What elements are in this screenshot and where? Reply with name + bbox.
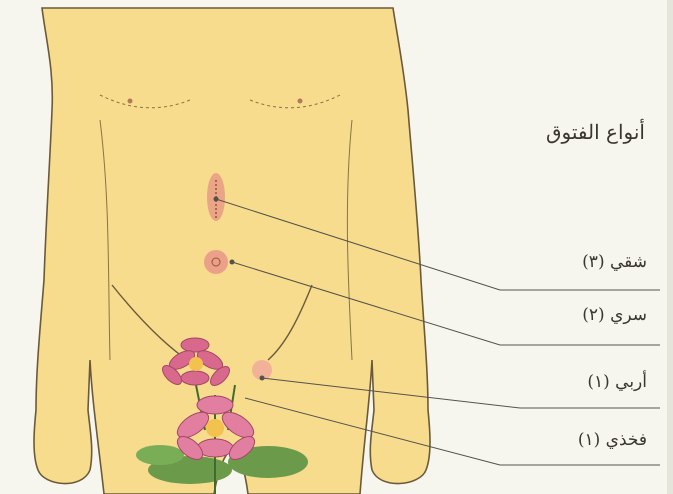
diagram-title: أنواع الفتوق: [546, 120, 645, 144]
umbilical-hernia-marker: [204, 250, 228, 274]
page-edge: [667, 0, 673, 494]
leader-dot-1: [214, 197, 219, 202]
leader-dot-3: [260, 376, 265, 381]
hernia-label-inguinal: أربي (١): [587, 372, 647, 392]
leader-dot-2: [230, 260, 235, 265]
hernia-label-epigastric: شقي (٣): [582, 252, 647, 272]
right-nipple: [298, 99, 303, 104]
hernia-label-umbilical: سري (٢): [582, 305, 647, 325]
hernia-label-femoral: فخذي (١): [578, 430, 647, 450]
left-nipple: [128, 99, 133, 104]
